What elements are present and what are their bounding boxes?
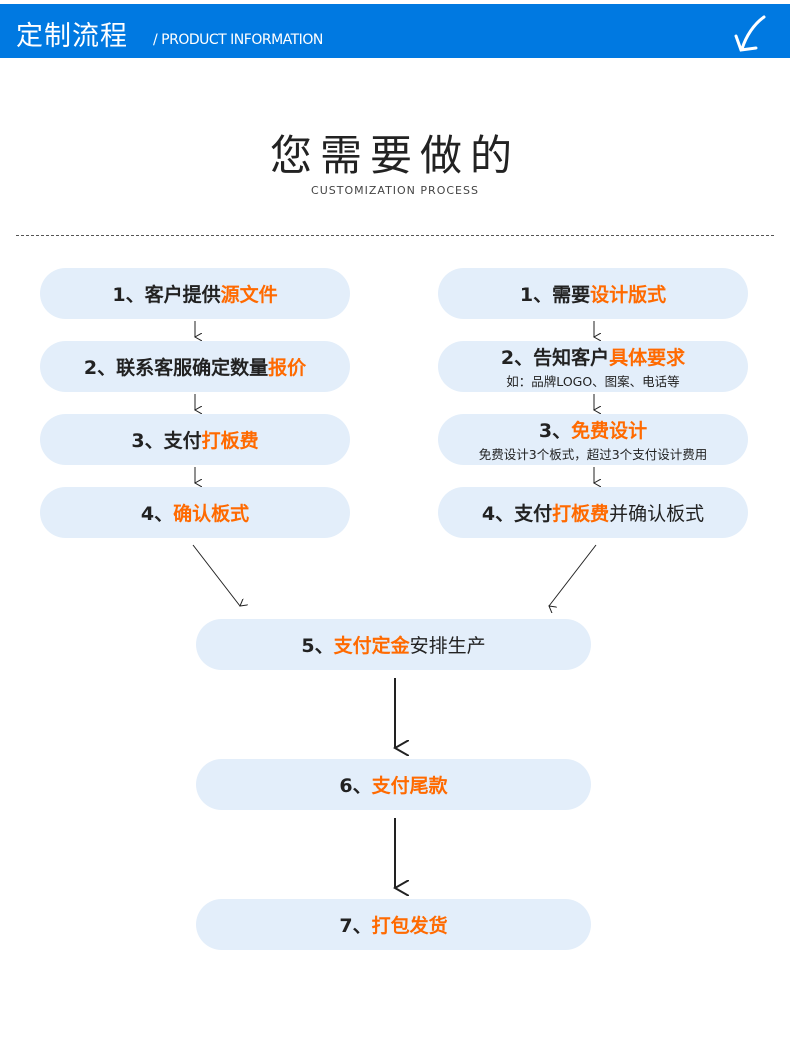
step-5: 5、支付定金安排生产 xyxy=(196,619,591,670)
right-step-2: 2、告知客户具体要求如：品牌LOGO、图案、电话等 xyxy=(438,341,748,392)
left-step-1: 1、客户提供源文件 xyxy=(40,268,350,319)
arrow-diagonal xyxy=(192,544,240,606)
right-step-3: 3、免费设计免费设计3个板式，超过3个支付设计费用 xyxy=(438,414,748,465)
header-subtitle: / PRODUCT INFORMATION xyxy=(153,32,323,48)
right-step-4: 4、支付打板费并确认板式 xyxy=(438,487,748,538)
step-7: 7、打包发货 xyxy=(196,899,591,950)
arrow-down-left-icon xyxy=(734,15,766,52)
step-6: 6、支付尾款 xyxy=(196,759,591,810)
right-step-1: 1、需要设计版式 xyxy=(438,268,748,319)
left-step-3: 3、支付打板费 xyxy=(40,414,350,465)
arrow-diagonal xyxy=(549,544,597,606)
page-title: 您需要做的 xyxy=(269,131,520,180)
page-subtitle: CUSTOMIZATION PROCESS xyxy=(311,184,479,197)
header-banner: 定制流程 / PRODUCT INFORMATION xyxy=(0,4,790,58)
step-note: 免费设计3个板式，超过3个支付设计费用 xyxy=(478,447,708,462)
step-note: 如：品牌LOGO、图案、电话等 xyxy=(506,374,680,389)
left-step-4: 4、确认板式 xyxy=(40,487,350,538)
dashed-divider xyxy=(16,235,774,236)
header-title: 定制流程 xyxy=(16,21,128,52)
left-step-2: 2、联系客服确定数量报价 xyxy=(40,341,350,392)
